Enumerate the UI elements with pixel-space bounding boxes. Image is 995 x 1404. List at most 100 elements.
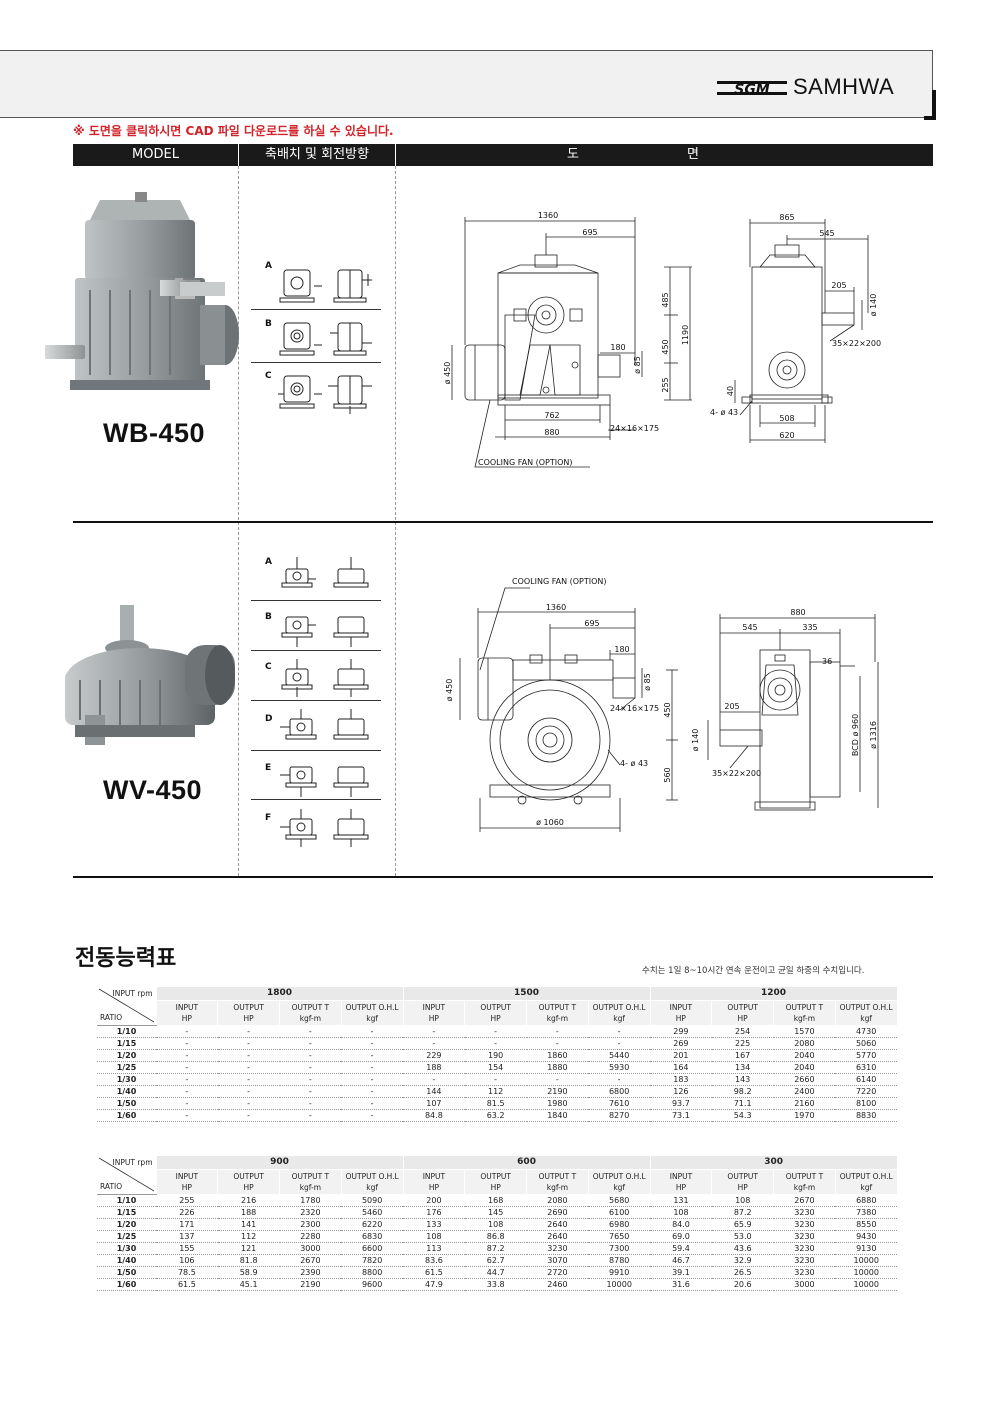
value-cell: - — [156, 1061, 218, 1074]
value-cell: 144 — [403, 1085, 465, 1098]
arrangement-letter: B — [265, 319, 272, 329]
value-cell: - — [279, 1037, 342, 1050]
value-cell: - — [526, 1025, 589, 1038]
value-cell: 86.8 — [464, 1230, 527, 1243]
value-cell: 155 — [156, 1242, 218, 1255]
ratio-cell: 1/10 — [97, 1025, 156, 1038]
value-cell: 106 — [156, 1254, 218, 1267]
svg-text:24×16×175: 24×16×175 — [610, 704, 659, 713]
value-cell: 63.2 — [464, 1109, 527, 1122]
value-cell: 9600 — [341, 1278, 404, 1291]
wb-450-product-photo[interactable] — [40, 190, 240, 410]
value-cell: 201 — [650, 1049, 712, 1062]
wv-450-product-photo[interactable] — [60, 600, 245, 760]
value-cell: 143 — [711, 1073, 774, 1086]
value-cell: 154 — [464, 1061, 527, 1074]
value-cell: - — [279, 1025, 342, 1038]
value-cell: 3230 — [526, 1242, 589, 1255]
header-corner-mark — [924, 90, 936, 120]
value-cell: - — [341, 1025, 403, 1038]
value-cell: 167 — [711, 1049, 774, 1062]
value-cell: 78.5 — [156, 1266, 218, 1279]
ratio-cell: 1/40 — [97, 1085, 156, 1098]
svg-text:450: 450 — [663, 702, 672, 717]
value-cell: - — [341, 1061, 403, 1074]
corner-diagonal-icon — [98, 1157, 155, 1191]
value-cell: 2300 — [279, 1218, 342, 1231]
ratio-cell: 1/60 — [97, 1278, 156, 1291]
wv-arrangement-c — [281, 659, 369, 697]
value-cell: 2040 — [773, 1049, 836, 1062]
value-cell: 6830 — [341, 1230, 404, 1243]
value-cell: 108 — [711, 1194, 774, 1207]
value-cell: - — [588, 1073, 650, 1086]
value-cell: - — [341, 1085, 403, 1098]
ratio-cell: 1/15 — [97, 1037, 156, 1050]
svg-text:COOLING FAN (OPTION): COOLING FAN (OPTION) — [478, 458, 572, 467]
value-cell: 45.1 — [217, 1278, 280, 1291]
svg-text:450: 450 — [661, 339, 670, 354]
value-cell: 2280 — [279, 1230, 342, 1243]
value-cell: 84.8 — [403, 1109, 465, 1122]
value-cell: 6100 — [588, 1206, 651, 1219]
svg-text:695: 695 — [584, 619, 599, 628]
svg-text:508: 508 — [779, 414, 794, 423]
corner-input-label: INPUT rpm — [112, 988, 153, 998]
svg-text:ø 450: ø 450 — [445, 679, 454, 702]
value-cell: 225 — [711, 1037, 774, 1050]
svg-text:880: 880 — [790, 608, 805, 617]
wv-arrangement-diagrams[interactable] — [278, 555, 378, 855]
value-cell: 2320 — [279, 1206, 342, 1219]
ratio-cell: 1/60 — [97, 1109, 156, 1122]
value-cell: 6310 — [835, 1061, 897, 1074]
corner-diagonal-icon — [98, 988, 155, 1022]
svg-text:1360: 1360 — [538, 211, 558, 220]
ratio-cell: 1/50 — [97, 1097, 156, 1110]
value-cell: 73.1 — [650, 1109, 712, 1122]
value-cell: 93.7 — [650, 1097, 712, 1110]
value-cell: 7820 — [341, 1254, 404, 1267]
value-cell: 3230 — [773, 1242, 836, 1255]
wv-arrangement-a — [281, 557, 369, 588]
value-cell: 2670 — [773, 1194, 836, 1207]
rpm-group-header: 600 — [402, 1155, 651, 1170]
value-cell: 20.6 — [711, 1278, 774, 1291]
value-cell: 2390 — [279, 1266, 342, 1279]
svg-text:BCD ø 960: BCD ø 960 — [851, 714, 860, 756]
value-cell: 113 — [403, 1242, 465, 1255]
cad-download-notice[interactable]: ※ 도면을 클릭하시면 CAD 파일 다운로드를 하실 수 있습니다. — [73, 124, 394, 138]
value-cell: - — [156, 1097, 218, 1110]
col-arrangement: 축배치 및 회전방향 — [265, 147, 369, 162]
value-cell: 2190 — [526, 1085, 589, 1098]
value-cell: 6800 — [588, 1085, 650, 1098]
ratio-cell: 1/40 — [97, 1254, 156, 1267]
row-separator — [73, 876, 933, 878]
wb-450-dimension-drawing[interactable]: 1360 695 865 545 180 205 35×22×200 762 8… — [430, 205, 910, 485]
svg-text:1360: 1360 — [546, 603, 566, 612]
value-cell: 10000 — [835, 1254, 898, 1267]
sgm-logo-icon: SGM — [717, 81, 787, 98]
value-cell: 226 — [156, 1206, 218, 1219]
value-cell: 121 — [217, 1242, 280, 1255]
wb-arrangement-diagrams[interactable] — [278, 262, 378, 417]
value-cell: 2660 — [773, 1073, 836, 1086]
ratio-cell: 1/30 — [97, 1073, 156, 1086]
svg-text:335: 335 — [802, 623, 817, 632]
value-cell: 8270 — [588, 1109, 650, 1122]
value-cell: 8830 — [835, 1109, 897, 1122]
wv-450-dimension-drawing[interactable]: COOLING FAN (OPTION) 1360 695 180 24×16×… — [430, 570, 910, 840]
svg-text:ø 450: ø 450 — [443, 362, 452, 385]
value-cell: 7300 — [588, 1242, 651, 1255]
svg-text:ø 140: ø 140 — [869, 294, 878, 317]
value-cell: 2640 — [526, 1218, 589, 1231]
